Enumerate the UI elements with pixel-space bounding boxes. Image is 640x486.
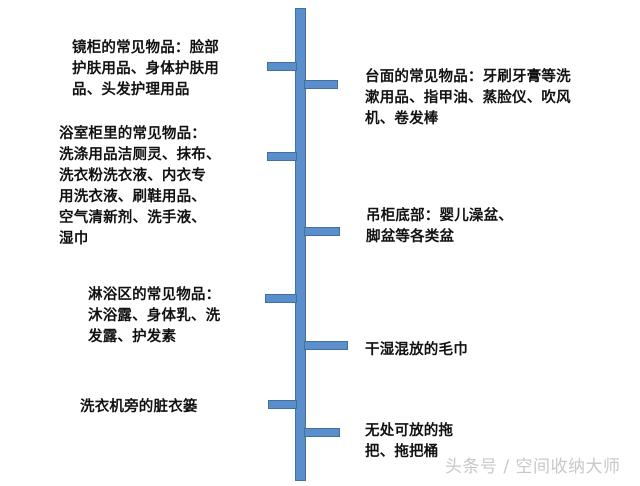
branch-mop	[304, 428, 340, 437]
branch-countertop	[304, 80, 338, 89]
branch-towels	[304, 341, 348, 350]
label-bathroom-cabinet: 浴室柜里的常见物品： 洗涤用品洁厕灵、抹布、 洗衣粉洗衣液、内衣专 用洗衣液、刷…	[59, 125, 221, 247]
label-shower-area: 淋浴区的常见物品： 沐浴露、身体乳、洗 发露、护发素	[88, 286, 221, 345]
label-hanging-cabinet: 吊柜底部：婴儿澡盆、 脚盆等各类盆	[366, 207, 513, 245]
label-mop: 无处可放的拖 把、拖把桶	[365, 422, 454, 460]
label-countertop: 台面的常见物品：牙刷牙膏等洗 漱用品、指甲油、蒸脸仪、吹风 机、卷发棒	[365, 68, 571, 127]
label-towels: 干湿混放的毛巾	[365, 341, 468, 358]
label-mirror-cabinet: 镜柜的常见物品：脸部 护肤用品、身体护肤用 品、头发护理用品	[72, 39, 219, 98]
watermark: 头条号 / 空间收纳大师	[445, 457, 621, 477]
label-laundry-basket: 洗衣机旁的脏衣篓	[80, 398, 198, 415]
branch-shower-area	[265, 294, 297, 303]
branch-bathroom-cabinet	[267, 152, 297, 161]
branch-hanging-cabinet	[304, 227, 340, 236]
branch-laundry-basket	[268, 400, 297, 409]
branch-mirror-cabinet	[267, 62, 297, 71]
timeline-spine	[295, 8, 306, 481]
